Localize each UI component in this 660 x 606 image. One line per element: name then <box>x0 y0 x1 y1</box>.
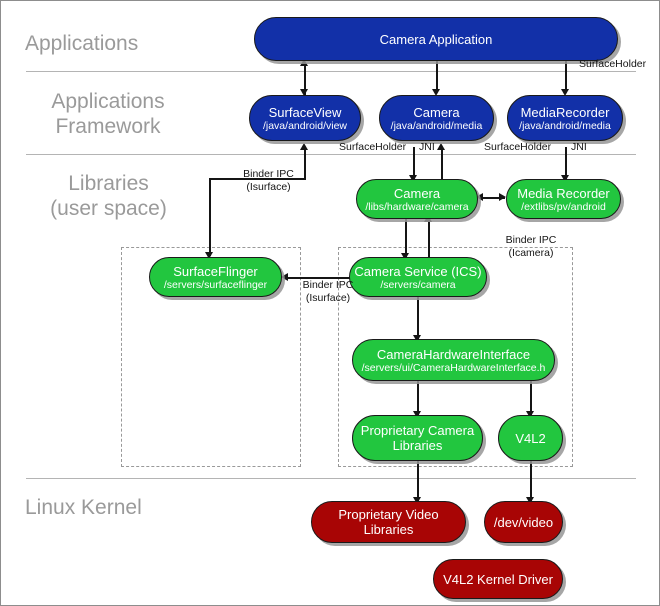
arrowhead-app-surfaceview-up <box>300 59 308 66</box>
node-proprietary-camera-libraries[interactable]: Proprietary Camera Libraries <box>352 415 483 461</box>
connector-chi-proprietary-camera <box>417 381 419 415</box>
edge-label-binder-ipc-isurface-top: Binder IPC (Isurface) <box>243 168 294 193</box>
connector-camera-jni-up <box>441 147 443 179</box>
node-camerahardwareinterface[interactable]: CameraHardwareInterface /servers/ui/Came… <box>352 339 555 381</box>
connector-mediarecorder-down <box>565 147 567 179</box>
connector-service-chi <box>417 297 419 339</box>
edge-label-surfaceholder-recorder: SurfaceHolder <box>484 141 552 153</box>
connector-surfaceview-up <box>304 147 306 179</box>
connector-camera-service-lib-up <box>428 219 430 257</box>
node-title: Camera Service (ICS) <box>354 263 482 279</box>
node-proprietary-video-libraries[interactable]: Proprietary Video Libraries <box>311 501 466 543</box>
arrowhead-surfaceview-up <box>300 143 308 150</box>
connector-camera-video-libs <box>417 461 419 503</box>
node-title: V4L2 Kernel Driver <box>443 571 553 587</box>
node-title: Camera <box>413 104 460 120</box>
arrowhead-surfaceflinger-in <box>205 252 213 259</box>
node-title: SurfaceFlinger <box>173 263 258 279</box>
node-title: Proprietary Camera Libraries <box>360 423 475 453</box>
node-title: SurfaceView <box>268 104 342 120</box>
node-camera-java[interactable]: Camera /java/android/media <box>379 95 494 141</box>
connector-isurface-horizontal <box>209 178 306 180</box>
arrowhead-camera-lib-left <box>476 193 483 201</box>
node-subtitle: /servers/surfaceflinger <box>163 278 268 291</box>
node-mediarecorder-java[interactable]: MediaRecorder /java/android/media <box>507 95 623 141</box>
node-media-recorder-lib[interactable]: Media Recorder /extlibs/pv/android <box>506 179 621 219</box>
node-camera-service[interactable]: Camera Service (ICS) /servers/camera <box>349 257 487 297</box>
node-camera-lib[interactable]: Camera /libs/hardware/camera <box>356 179 478 219</box>
edge-label-surfaceholder-app: SurfaceHolder <box>579 58 647 70</box>
arrowhead-app-mediarecorder <box>561 89 569 96</box>
node-title: /dev/video <box>493 514 554 530</box>
connector-camera-mediarecorder <box>479 197 505 199</box>
edge-label-jni-recorder: JNI <box>571 141 587 153</box>
divider-libraries <box>26 478 636 479</box>
arrowhead-app-camera-java <box>432 89 440 96</box>
layer-label-linux-kernel: Linux Kernel <box>25 496 142 519</box>
node-v4l2-kernel-driver[interactable]: V4L2 Kernel Driver <box>433 559 563 599</box>
node-title: Media Recorder <box>517 185 610 201</box>
arrowhead-media-recorder-right <box>499 193 506 201</box>
node-surfaceflinger[interactable]: SurfaceFlinger /servers/surfaceflinger <box>149 257 282 297</box>
node-title: Camera Application <box>379 31 493 47</box>
node-title: V4L2 <box>515 430 546 446</box>
arrowhead-surfaceflinger-left <box>281 273 288 281</box>
node-dev-video[interactable]: /dev/video <box>484 501 563 543</box>
layer-label-applications-framework: Applications Framework <box>51 90 165 138</box>
node-subtitle: /servers/camera <box>380 278 456 291</box>
layer-label-libraries: Libraries (user space) <box>50 172 167 220</box>
node-title: MediaRecorder <box>520 104 610 120</box>
arrowhead-app-surfaceview-down <box>300 89 308 96</box>
connector-v4l2-devvideo <box>530 461 532 503</box>
node-title: CameraHardwareInterface <box>376 346 531 362</box>
node-subtitle: /extlibs/pv/android <box>521 200 606 213</box>
connector-camera-lib-service-down <box>405 219 407 257</box>
node-surfaceview[interactable]: SurfaceView /java/android/view <box>249 95 361 141</box>
node-subtitle: /java/android/media <box>519 119 611 132</box>
divider-applications-framework <box>26 154 636 155</box>
group-camera-service <box>338 247 573 467</box>
divider-applications <box>26 71 636 72</box>
node-camera-application[interactable]: Camera Application <box>254 17 618 61</box>
node-v4l2[interactable]: V4L2 <box>498 415 563 461</box>
connector-camera-java-down <box>413 147 415 179</box>
connector-service-surfaceflinger <box>286 277 352 279</box>
edge-label-jni-camera: JNI <box>419 141 435 153</box>
node-subtitle: /libs/hardware/camera <box>365 200 469 213</box>
layer-label-applications: Applications <box>25 32 139 55</box>
connector-app-surfaceview <box>304 63 306 95</box>
node-subtitle: /servers/ui/CameraHardwareInterface.h <box>361 361 546 374</box>
edge-label-surfaceholder-camera: SurfaceHolder <box>339 141 407 153</box>
group-surfaceflinger <box>121 247 301 467</box>
connector-isurface-vertical <box>209 178 211 256</box>
connector-app-camera-java <box>436 61 438 91</box>
node-title: Proprietary Video Libraries <box>338 507 439 537</box>
node-subtitle: /java/android/media <box>390 119 483 132</box>
edge-label-binder-ipc-isurface-mid: Binder IPC (Isurface) <box>302 279 354 304</box>
node-subtitle: /java/android/view <box>262 119 348 132</box>
connector-chi-v4l2 <box>530 381 532 415</box>
arrowhead-camera-java-in <box>437 143 445 150</box>
node-title: Camera <box>393 185 441 201</box>
edge-label-binder-ipc-icamera: Binder IPC (Icamera) <box>505 234 557 259</box>
connector-app-mediarecorder <box>565 61 567 91</box>
